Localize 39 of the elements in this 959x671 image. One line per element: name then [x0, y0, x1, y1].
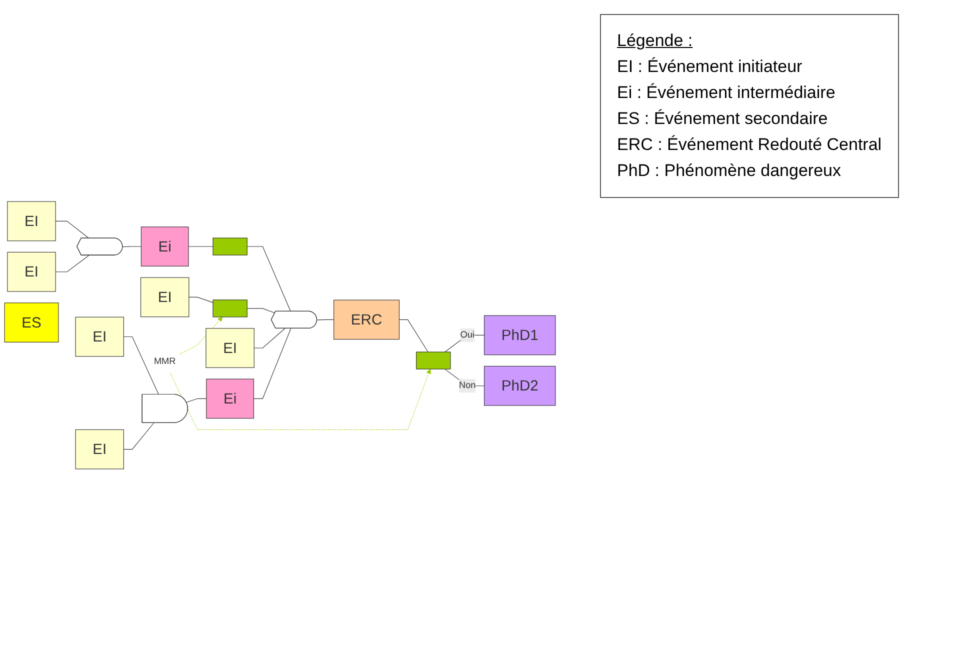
- legend-title: Légende :: [617, 31, 694, 51]
- node-bar: [212, 300, 248, 318]
- node-box: EI: [140, 278, 190, 318]
- edge-label: Oui: [460, 330, 474, 340]
- legend-entry: PhD : Phénomène dangereux: [617, 161, 842, 181]
- node-box: EI: [206, 328, 254, 368]
- node-bar: [416, 352, 451, 370]
- connector: [123, 336, 159, 396]
- legend-entry: ES : Événement secondaire: [617, 109, 829, 129]
- legend-entry: ERC : Événement Redouté Central: [617, 135, 882, 155]
- connector: [246, 308, 276, 314]
- arrow: [180, 316, 223, 355]
- connector: [186, 398, 207, 403]
- edge-label: Non: [459, 380, 476, 391]
- node-box: EI: [7, 252, 56, 292]
- connector: [55, 221, 90, 239]
- node-box: Ei: [140, 226, 189, 267]
- connector: [246, 246, 291, 312]
- connector: [123, 422, 154, 450]
- node-text: MMR: [154, 357, 176, 367]
- node-box: PhD1: [484, 316, 556, 356]
- node-bar: [212, 238, 248, 256]
- node-box: EI: [75, 317, 124, 357]
- arrow: [170, 369, 431, 430]
- connector: [122, 246, 142, 248]
- legend-entry: Ei : Événement intermédiaire: [617, 83, 836, 103]
- connector: [254, 328, 286, 349]
- node-box: EI: [75, 430, 124, 470]
- connector: [55, 255, 90, 272]
- node-box: EI: [7, 202, 56, 242]
- node-box: Ei: [206, 378, 254, 419]
- connector: [398, 320, 428, 352]
- node-box: ES: [4, 302, 59, 343]
- node-box: PhD2: [484, 366, 556, 406]
- connector: [253, 328, 292, 400]
- legend-entry: EI : Événement initiateur: [617, 57, 804, 77]
- connector: [188, 246, 214, 248]
- connector: [188, 297, 214, 304]
- node-box: ERC: [334, 300, 400, 340]
